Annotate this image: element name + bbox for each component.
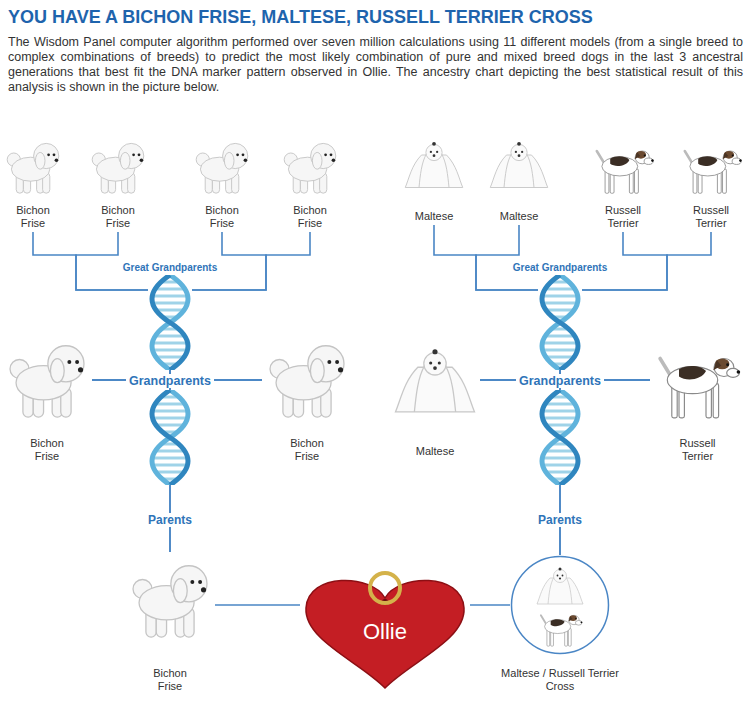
dna-helix — [148, 275, 192, 370]
intro-paragraph: The Wisdom Panel computer algorithm perf… — [8, 35, 743, 95]
generation-text: Parents — [535, 513, 585, 527]
dog-node: Russell Terrier — [650, 335, 745, 465]
maltese-picture — [490, 142, 548, 188]
dog-node: Bichon Frise — [280, 135, 340, 232]
circle-outline — [512, 557, 609, 654]
breed-label: Maltese / Russell Terrier Cross — [500, 667, 620, 693]
cross-circle-shape — [510, 555, 610, 655]
russell-picture — [541, 615, 583, 646]
generation-label: Great Grandparents — [510, 257, 610, 275]
generation-text: Parents — [145, 513, 195, 527]
bichon-picture — [133, 566, 207, 637]
russell-picture — [597, 151, 654, 193]
generation-label: Parents — [535, 510, 585, 528]
breed-label: Bichon Frise — [18, 437, 76, 463]
tag-heart: Ollie — [300, 570, 470, 690]
dna-helix — [538, 275, 582, 370]
generation-label: Parents — [145, 510, 195, 528]
generation-label: Grandparents — [126, 371, 214, 389]
header: YOU HAVE A BICHON FRISE, MALTESE, RUSSEL… — [8, 5, 743, 95]
dna-helix — [148, 390, 192, 485]
bichon-picture — [92, 143, 144, 193]
dog-node: Bichon Frise — [262, 335, 352, 465]
dog-node: Russell Terrier — [591, 135, 655, 232]
breed-label: Bichon Frise — [281, 204, 339, 230]
dog-node: Bichon Frise — [3, 135, 63, 232]
tree-line — [215, 605, 300, 606]
bichon-picture — [196, 143, 248, 193]
generation-text: Great Grandparents — [510, 262, 610, 273]
key-ring — [370, 573, 400, 603]
breed-label: Maltese — [500, 210, 539, 223]
generation-text: Grandparents — [126, 374, 214, 388]
bichon-picture — [7, 143, 59, 193]
dog-node: Bichon Frise — [125, 552, 215, 695]
dog-name: Ollie — [363, 619, 407, 645]
tree-line-path — [470, 604, 510, 606]
russell-picture — [660, 359, 740, 418]
bichon-picture — [284, 143, 336, 193]
dog-node: Bichon Frise — [2, 335, 92, 465]
breed-label: Bichon Frise — [89, 204, 147, 230]
bichon-picture — [270, 346, 344, 417]
dog-node: Maltese — [487, 135, 551, 225]
russell-picture — [685, 151, 742, 193]
breed-label: Bichon Frise — [4, 204, 62, 230]
chart-title: YOU HAVE A BICHON FRISE, MALTESE, RUSSEL… — [8, 5, 743, 29]
dog-node: Maltese — [402, 135, 466, 225]
generation-label: Grandparents — [516, 371, 604, 389]
breed-label: Russell Terrier — [682, 204, 740, 230]
tree-line-path — [215, 604, 300, 606]
dog-node: Bichon Frise — [192, 135, 252, 232]
generation-label: Great Grandparents — [120, 257, 220, 275]
dog-node: Russell Terrier — [679, 135, 743, 232]
tree-line-path — [560, 232, 711, 380]
dna-helix — [538, 390, 582, 485]
breed-label: Bichon Frise — [141, 667, 199, 693]
generation-text: Great Grandparents — [120, 262, 220, 273]
tree-line — [560, 232, 711, 380]
breed-label: Russell Terrier — [594, 204, 652, 230]
breed-label: Maltese — [415, 210, 454, 223]
breed-label: Bichon Frise — [193, 204, 251, 230]
breed-label: Bichon Frise — [278, 437, 336, 463]
breed-label: Russell Terrier — [669, 437, 727, 463]
dog-node: Bichon Frise — [88, 135, 148, 232]
dog-node: Maltese — [390, 335, 480, 460]
generation-text: Grandparents — [516, 374, 604, 388]
maltese-picture — [395, 349, 474, 412]
maltese-picture — [537, 568, 583, 605]
tree-line — [470, 605, 510, 606]
maltese-picture — [405, 142, 463, 188]
heart-outline — [306, 580, 464, 688]
bichon-picture — [10, 346, 84, 417]
breed-label: Maltese — [416, 445, 455, 458]
cross-circle: Maltese / Russell Terrier Cross — [510, 555, 610, 695]
